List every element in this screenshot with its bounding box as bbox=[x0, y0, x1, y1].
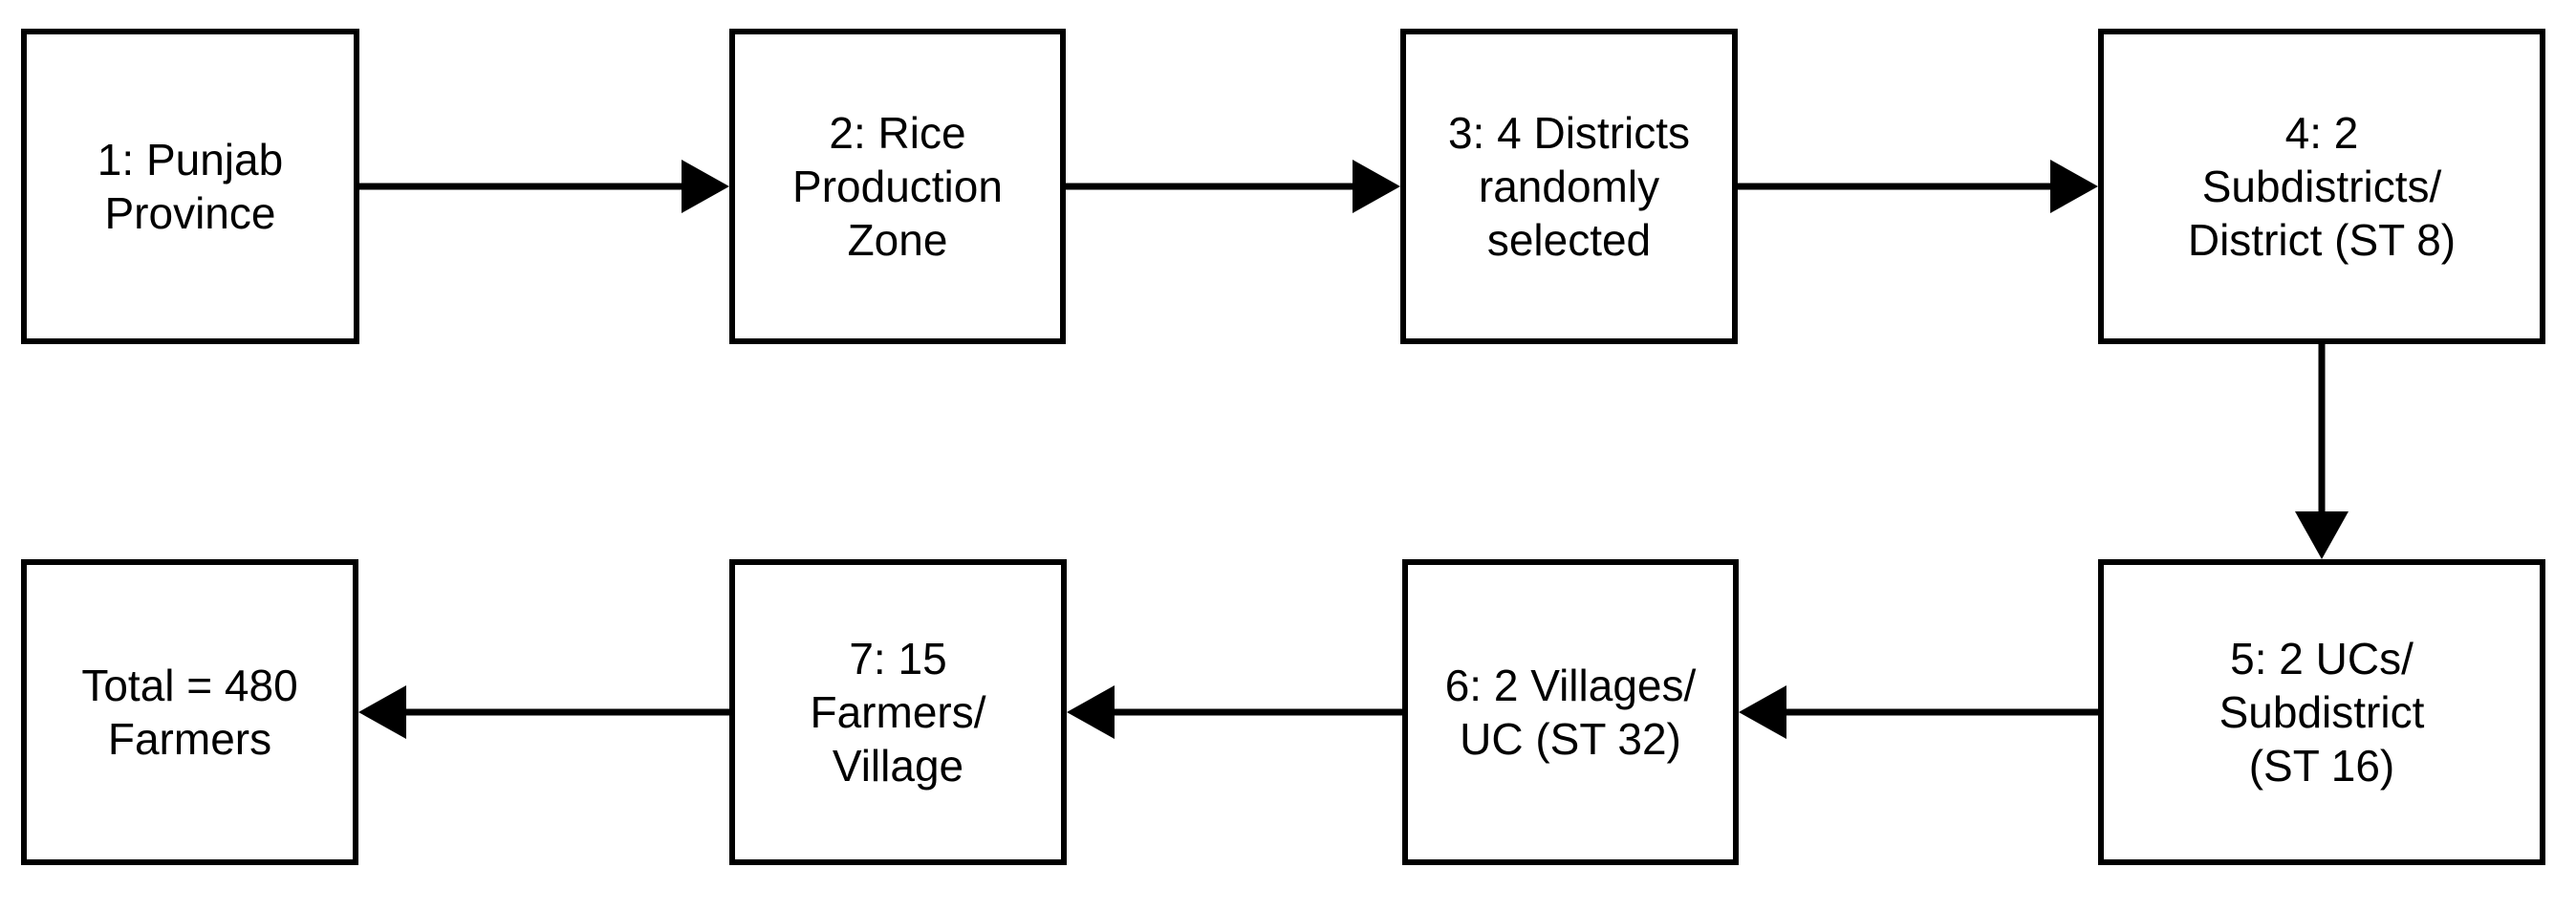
flow-box-4-subdistricts-per-district: 4: 2 Subdistricts/ District (ST 8) bbox=[2098, 29, 2545, 344]
arrow-7-to-total-icon bbox=[358, 685, 729, 739]
arrow-1-to-2-icon bbox=[359, 160, 729, 213]
flow-box-5-ucs-per-subdistrict: 5: 2 UCs/ Subdistrict (ST 16) bbox=[2098, 559, 2545, 865]
arrow-2-to-3-icon bbox=[1066, 160, 1400, 213]
arrow-4-to-5-icon bbox=[2295, 344, 2349, 559]
flow-box-6-villages-per-uc: 6: 2 Villages/ UC (ST 32) bbox=[1402, 559, 1739, 865]
flow-box-total-farmers: Total = 480 Farmers bbox=[21, 559, 358, 865]
arrow-5-to-6-icon bbox=[1739, 685, 2098, 739]
arrow-3-to-4-icon bbox=[1738, 160, 2098, 213]
flow-box-7-farmers-per-village: 7: 15 Farmers/ Village bbox=[729, 559, 1067, 865]
flow-box-2-rice-production-zone: 2: Rice Production Zone bbox=[729, 29, 1066, 344]
arrow-6-to-7-icon bbox=[1067, 685, 1402, 739]
flow-box-1-punjab-province: 1: Punjab Province bbox=[21, 29, 359, 344]
flow-box-3-districts-randomly-selected: 3: 4 Districts randomly selected bbox=[1400, 29, 1738, 344]
